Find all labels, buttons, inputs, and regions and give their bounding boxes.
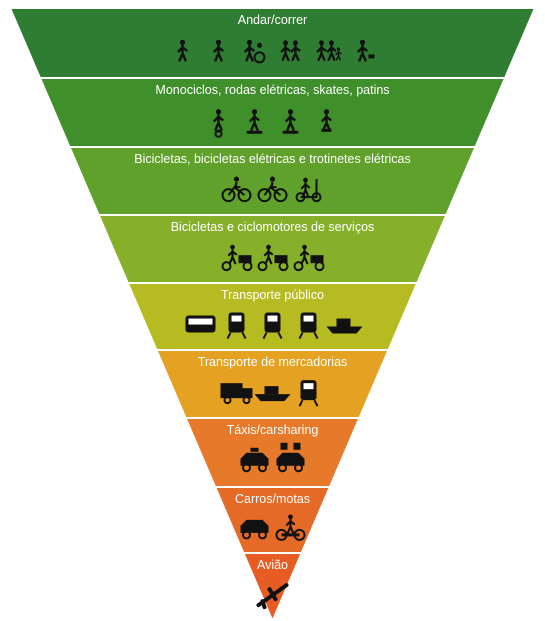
pyramid-level-label: Avião <box>257 558 288 572</box>
pyramid-level-label: Bicicletas e ciclomotores de serviços <box>171 220 375 234</box>
pyramid-level-label: Bicicletas, bicicletas elétricas e troti… <box>134 152 411 166</box>
train-icon <box>226 312 247 339</box>
pyramid-level-label: Táxis/carsharing <box>227 423 319 437</box>
pyramid-level-label: Transporte público <box>221 288 324 302</box>
electric-cargo-bike-icon <box>293 244 325 272</box>
ferry-icon <box>326 318 363 334</box>
family-walking-icon <box>316 40 342 62</box>
pyramid-level-label: Carros/motas <box>235 492 310 506</box>
metro-icon <box>262 312 283 339</box>
electric-scooter-icon <box>295 177 322 203</box>
roller-skates-icon <box>321 109 332 132</box>
cargo-bike-icon <box>221 244 253 272</box>
pyramid-level-label: Andar/correr <box>238 13 307 27</box>
taxi-icon <box>240 447 269 473</box>
motorcycle-icon <box>275 514 306 541</box>
electric-bicycle-icon <box>257 176 288 203</box>
carsharing-icon <box>276 442 305 473</box>
truck-icon <box>220 383 253 405</box>
freight-train-icon <box>298 380 319 407</box>
tram-icon <box>298 312 319 339</box>
person-walking-icon <box>177 39 188 62</box>
bus-icon <box>185 315 216 333</box>
cargo-ship-icon <box>254 386 291 402</box>
person-walking-dog-icon <box>357 39 375 62</box>
wheelchair-companion-icon <box>244 39 266 64</box>
skateboard-icon <box>282 109 299 134</box>
pyramid-icons <box>177 39 375 610</box>
person-running-icon <box>213 39 224 62</box>
hoverboard-icon <box>246 109 263 134</box>
airplane-icon <box>256 583 289 610</box>
unicycle-icon <box>213 109 224 138</box>
delivery-scooter-icon <box>257 244 289 272</box>
pyramid-level-label: Monociclos, rodas elétricas, skates, pat… <box>155 83 389 97</box>
elderly-couple-icon <box>280 40 301 62</box>
pyramid-level-label: Transporte de mercadorias <box>198 355 348 369</box>
bicycle-icon <box>221 176 252 203</box>
car-icon <box>240 519 269 540</box>
